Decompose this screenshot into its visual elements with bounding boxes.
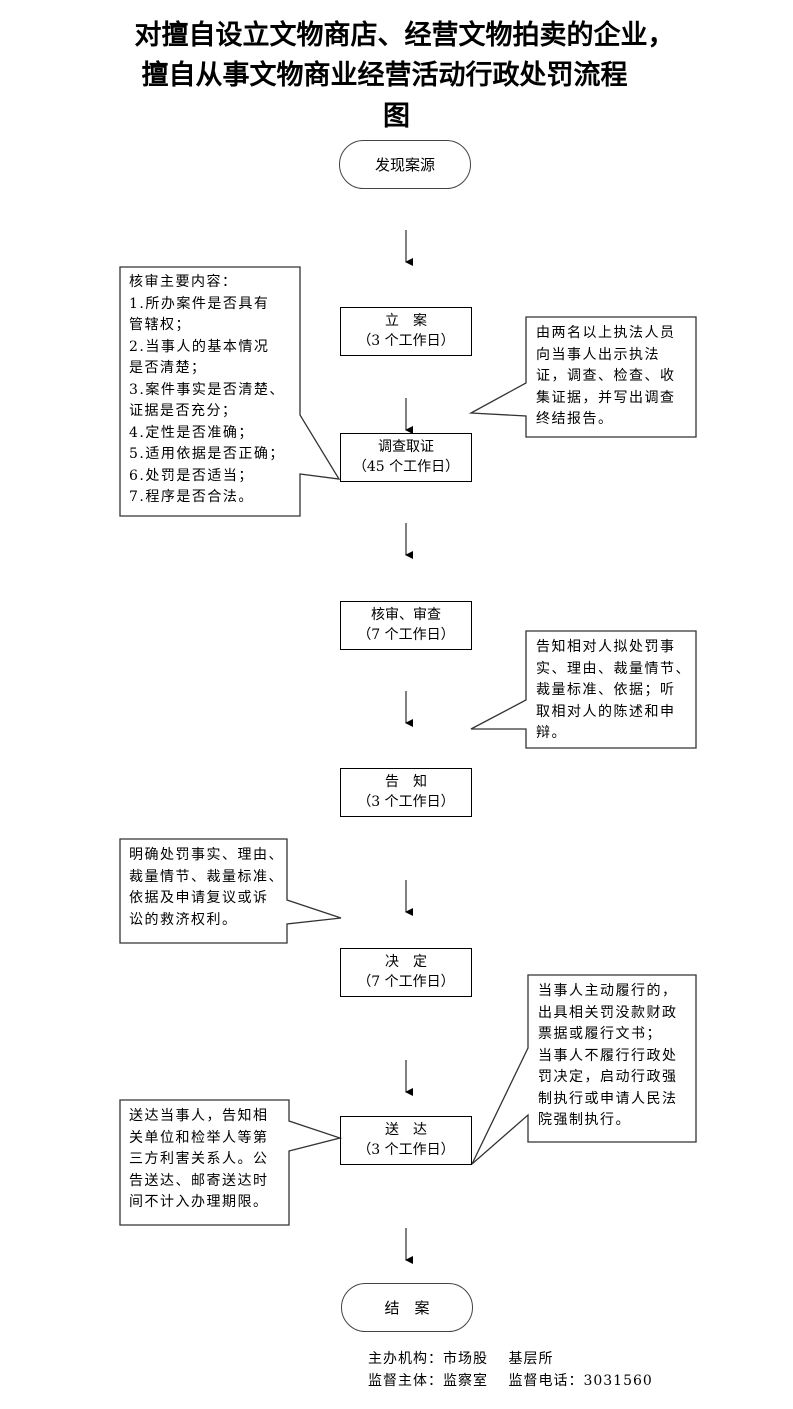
- step-delivery: 送 达 （3 个工作日）: [340, 1116, 472, 1165]
- step-duration: （7 个工作日）: [357, 974, 455, 990]
- note-execution: 当事人主动履行的， 出具相关罚没款财政 票据或履行文书； 当事人不履行行政处 罚…: [529, 977, 697, 1132]
- step-name: 送 达: [385, 1122, 427, 1138]
- callout-review-shape: [119, 266, 341, 517]
- note-line: 告知相对人拟处罚事: [536, 639, 676, 655]
- note-line: 间不计入办理期限。: [129, 1194, 269, 1210]
- note-line: 终结报告。: [536, 411, 614, 427]
- note-line: 是否清楚；: [129, 360, 207, 376]
- note-line: 讼的救济权利。: [129, 911, 238, 928]
- note-line: 实、理由、裁量情节、: [536, 660, 691, 677]
- note-investigation: 由两名以上执法人员 向当事人出示执法 证，调查、检查、收 集证据，并写出调查 终…: [527, 319, 697, 431]
- step-investigation: 调查取证 （45 个工作日）: [340, 433, 472, 482]
- step-duration: （3 个工作日）: [357, 333, 455, 349]
- callout-decision-shape: [119, 838, 342, 944]
- note-line: 4.定性是否准确；: [129, 424, 254, 441]
- step-name: 告 知: [385, 774, 427, 790]
- note-line: 裁量标准、依据；听: [536, 682, 676, 698]
- start-node: 发现案源: [339, 140, 471, 189]
- note-line: 核审主要内容：: [129, 274, 238, 290]
- note-line: 集证据，并写出调查: [536, 389, 676, 406]
- note-line: 制执行或申请人民法: [538, 1090, 678, 1107]
- callout-execution-shape: [471, 974, 697, 1165]
- note-line: 关单位和检举人等第: [129, 1129, 269, 1146]
- step-duration: （7 个工作日）: [357, 627, 455, 643]
- step-name: 立 案: [385, 313, 427, 329]
- note-line: 当事人不履行行政处: [538, 1047, 678, 1064]
- note-line: 三方利害关系人。公: [129, 1151, 269, 1167]
- step-review: 核审、审查 （7 个工作日）: [340, 601, 472, 650]
- callout-delivery-shape: [119, 1099, 343, 1226]
- note-line: 7.程序是否合法。: [129, 489, 254, 505]
- note-line: 证，调查、检查、收: [536, 368, 676, 384]
- note-line: 辩。: [536, 725, 567, 741]
- note-line: 依据及申请复议或诉: [129, 890, 269, 906]
- note-line: 3.案件事实是否清楚、: [129, 381, 285, 398]
- end-label: 结 案: [384, 1298, 430, 1317]
- note-line: 票据或履行文书；: [538, 1026, 662, 1042]
- callout-investigation-shape: [468, 316, 697, 438]
- note-line: 2.当事人的基本情况: [129, 338, 270, 355]
- note-line: 裁量情节、裁量标准、: [129, 868, 284, 885]
- step-name: 决 定: [385, 954, 427, 970]
- footer-organizer: 主办机构：市场股 基层所: [368, 1351, 554, 1367]
- note-line: 5.适用依据是否正确；: [129, 446, 285, 462]
- note-line: 出具相关罚没款财政: [538, 1004, 678, 1021]
- note-line: 罚决定，启动行政强: [538, 1069, 678, 1085]
- title-line-1: 对擅自设立文物商店、经营文物拍卖的企业，: [134, 20, 675, 51]
- footer-supervision: 监督主体：监察室 监督电话：3031560: [368, 1373, 653, 1389]
- note-delivery: 送达当事人，告知相 关单位和检举人等第 三方利害关系人。公 告送达、邮寄送达时 …: [120, 1102, 289, 1214]
- step-notice: 告 知 （3 个工作日）: [340, 768, 472, 817]
- step-decision: 决 定 （7 个工作日）: [340, 948, 472, 997]
- note-line: 向当事人出示执法: [536, 346, 660, 363]
- note-line: 1.所办案件是否具有: [129, 295, 270, 312]
- note-line: 当事人主动履行的，: [538, 983, 678, 999]
- note-line: 告送达、邮寄送达时: [129, 1172, 269, 1189]
- callout-notice-shape: [470, 630, 697, 749]
- step-duration: （45 个工作日）: [352, 459, 460, 475]
- note-line: 管辖权；: [129, 317, 191, 333]
- note-notice: 告知相对人拟处罚事 实、理由、裁量情节、 裁量标准、依据；听 取相对人的陈述和申…: [527, 633, 697, 745]
- note-line: 6.处罚是否适当；: [129, 467, 254, 484]
- note-line: 明确处罚事实、理由、: [129, 847, 284, 863]
- note-line: 送达当事人，告知相: [129, 1108, 269, 1124]
- step-name: 调查取证: [378, 439, 434, 455]
- step-duration: （3 个工作日）: [357, 794, 455, 810]
- title-line-3: 图: [383, 101, 410, 132]
- step-register-case: 立 案 （3 个工作日）: [340, 307, 472, 356]
- note-decision: 明确处罚事实、理由、 裁量情节、裁量标准、 依据及申请复议或诉 讼的救济权利。: [120, 841, 287, 931]
- step-name: 核审、审查: [371, 607, 441, 623]
- note-line: 证据是否充分；: [129, 403, 238, 419]
- end-node: 结 案: [341, 1283, 473, 1332]
- note-line: 由两名以上执法人员: [536, 325, 676, 341]
- start-label: 发现案源: [374, 155, 435, 174]
- note-review-contents: 核审主要内容： 1.所办案件是否具有 管辖权； 2.当事人的基本情况 是否清楚；…: [120, 268, 300, 509]
- title-line-2: 擅自从事文物商业经营活动行政处罚流程: [141, 60, 628, 91]
- note-line: 取相对人的陈述和申: [536, 703, 676, 720]
- step-duration: （3 个工作日）: [357, 1142, 455, 1158]
- note-line: 院强制执行。: [538, 1112, 631, 1128]
